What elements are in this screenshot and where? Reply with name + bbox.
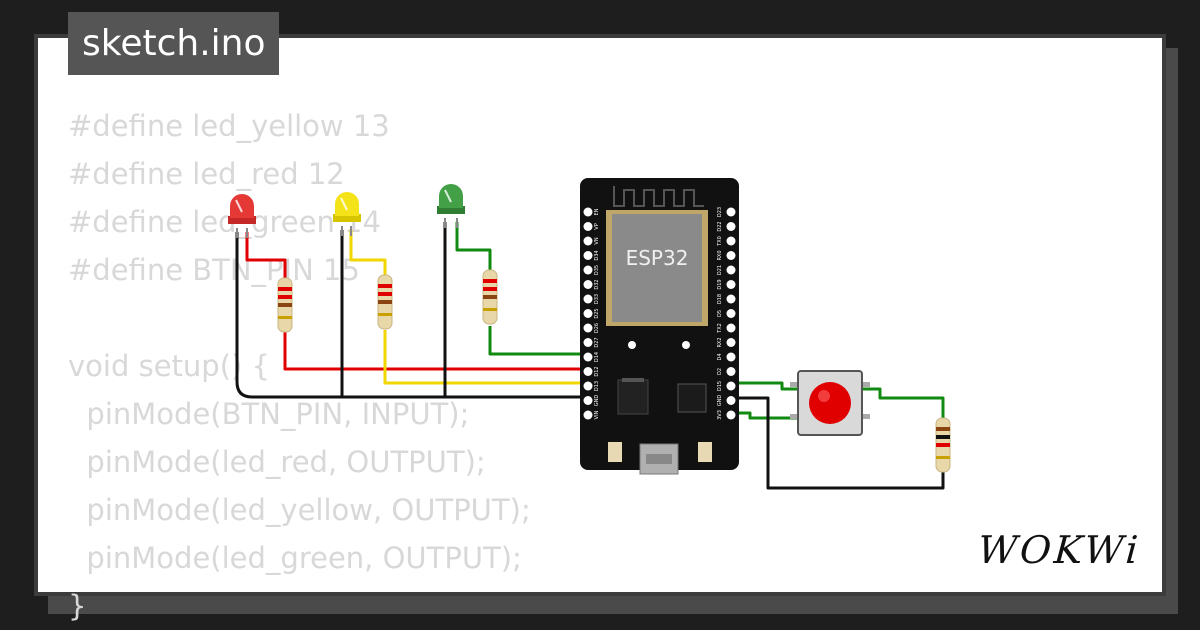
pin-d33[interactable] (583, 294, 593, 304)
pin-d18[interactable] (726, 294, 736, 304)
pin-label-d32: D32 (594, 279, 600, 289)
pin-label-vin: VIN (594, 410, 600, 419)
code-line-10: pinMode(led_green, OUTPUT); (68, 541, 522, 575)
pin-vin[interactable] (583, 410, 593, 420)
wire-btn-gnd (732, 396, 945, 490)
wire-green-signal (488, 326, 588, 356)
pin-rx0[interactable] (726, 251, 736, 260)
pin-d26[interactable] (583, 323, 593, 333)
pin-gnd[interactable] (583, 396, 593, 405)
push-button[interactable] (790, 370, 870, 436)
pin-d2[interactable] (726, 367, 736, 376)
pin-d19[interactable] (726, 280, 736, 289)
wire-yellow-anode (349, 230, 387, 277)
pin-vn[interactable] (583, 236, 593, 246)
pin-label-en: EN (594, 208, 600, 215)
wire-btn-pulldown (862, 387, 945, 418)
wire-green-anode (455, 222, 492, 272)
code-line-9: pinMode(led_yellow, OUTPUT); (68, 493, 531, 527)
resistor-green (482, 269, 498, 325)
code-line-2: #define led_red 12 (68, 157, 345, 191)
pin-label-tx2: TX2 (717, 323, 723, 334)
code-line-3: #define led_green 14 (68, 205, 381, 239)
pin-gnd[interactable] (726, 396, 736, 405)
pin-label-d25: D25 (594, 308, 600, 318)
pin-label-d22: D22 (717, 221, 723, 231)
pin-d25[interactable] (583, 309, 593, 318)
code-line-1: #define led_yellow 13 (68, 109, 390, 143)
esp32-board[interactable]: ESP32 ENVPVND34D35D32D33D25D26D27D14D12D… (580, 178, 739, 475)
pin-label-d14: D14 (594, 352, 600, 362)
pin-label-d4: D4 (717, 353, 723, 360)
pin-label-d12: D12 (594, 366, 600, 376)
pin-en[interactable] (583, 207, 593, 217)
pin-d32[interactable] (583, 280, 593, 289)
wire-gnd-red (235, 232, 588, 399)
pin-label-rx0: RX0 (717, 250, 723, 260)
code-editor: #define led_yellow 13 #define led_red 12 #… (68, 102, 531, 630)
pin-d4[interactable] (726, 352, 736, 362)
pin-tx0[interactable] (726, 236, 736, 246)
pin-label-d34: D34 (594, 250, 600, 260)
file-name-tab[interactable]: sketch.ino (68, 12, 280, 75)
pin-d15[interactable] (726, 381, 736, 391)
wokwi-logo[interactable]: WOKWi (976, 528, 1143, 572)
pin-d13[interactable] (583, 381, 593, 391)
pin-label-d35: D35 (594, 265, 600, 275)
pin-d12[interactable] (583, 367, 593, 376)
pin-tx2[interactable] (726, 323, 736, 333)
wire-btn-d15 (732, 381, 800, 391)
pin-label-d19: D19 (717, 279, 723, 289)
pin-label-d5: D5 (717, 310, 723, 317)
pin-3v3[interactable] (726, 410, 736, 420)
pin-label-d15: D15 (717, 381, 723, 391)
pin-label-gnd: GND (594, 395, 600, 407)
code-line-8: pinMode(led_red, OUTPUT); (68, 445, 486, 479)
led-red[interactable] (228, 194, 256, 238)
wire-red-signal (283, 330, 588, 371)
resistor-yellow (377, 274, 393, 330)
pin-label-d26: D26 (594, 323, 600, 333)
wire-btn-3v3 (732, 411, 800, 420)
pin-d27[interactable] (583, 338, 593, 347)
led-yellow[interactable] (333, 192, 361, 236)
pin-label-3v3: 3V3 (717, 410, 723, 420)
wire-red-anode (245, 232, 287, 280)
pin-label-d23: D23 (717, 207, 723, 217)
pin-d21[interactable] (726, 265, 736, 275)
wire-yellow-signal (383, 330, 588, 385)
code-line-11: } (68, 589, 87, 623)
chip-label: ESP32 (626, 246, 689, 270)
resistor-pulldown (935, 417, 951, 473)
pin-label-gnd: GND (717, 395, 723, 407)
resistor-red (277, 277, 293, 333)
pin-label-tx0: TX0 (717, 236, 723, 247)
pin-label-vp: VP (594, 223, 600, 229)
pin-label-vn: VN (594, 237, 600, 244)
pin-label-d2: D2 (717, 368, 723, 375)
pin-d35[interactable] (583, 265, 593, 275)
pin-label-d13: D13 (594, 381, 600, 391)
pin-vp[interactable] (583, 222, 593, 231)
code-line-6: void setup() { (68, 349, 270, 383)
pin-label-d27: D27 (594, 337, 600, 347)
pin-label-d18: D18 (717, 294, 723, 304)
led-green[interactable] (437, 184, 465, 228)
pin-label-d21: D21 (717, 265, 723, 275)
pin-rx2[interactable] (726, 338, 736, 347)
pin-d34[interactable] (583, 251, 593, 260)
pin-d14[interactable] (583, 352, 593, 362)
pin-d5[interactable] (726, 309, 736, 318)
pin-d22[interactable] (726, 222, 736, 231)
code-line-4: #define BTN_PIN 15 (68, 253, 360, 287)
pin-label-d33: D33 (594, 294, 600, 304)
pin-label-rx2: RX2 (717, 337, 723, 347)
code-line-7: pinMode(BTN_PIN, INPUT); (68, 397, 470, 431)
pin-d23[interactable] (726, 207, 736, 217)
